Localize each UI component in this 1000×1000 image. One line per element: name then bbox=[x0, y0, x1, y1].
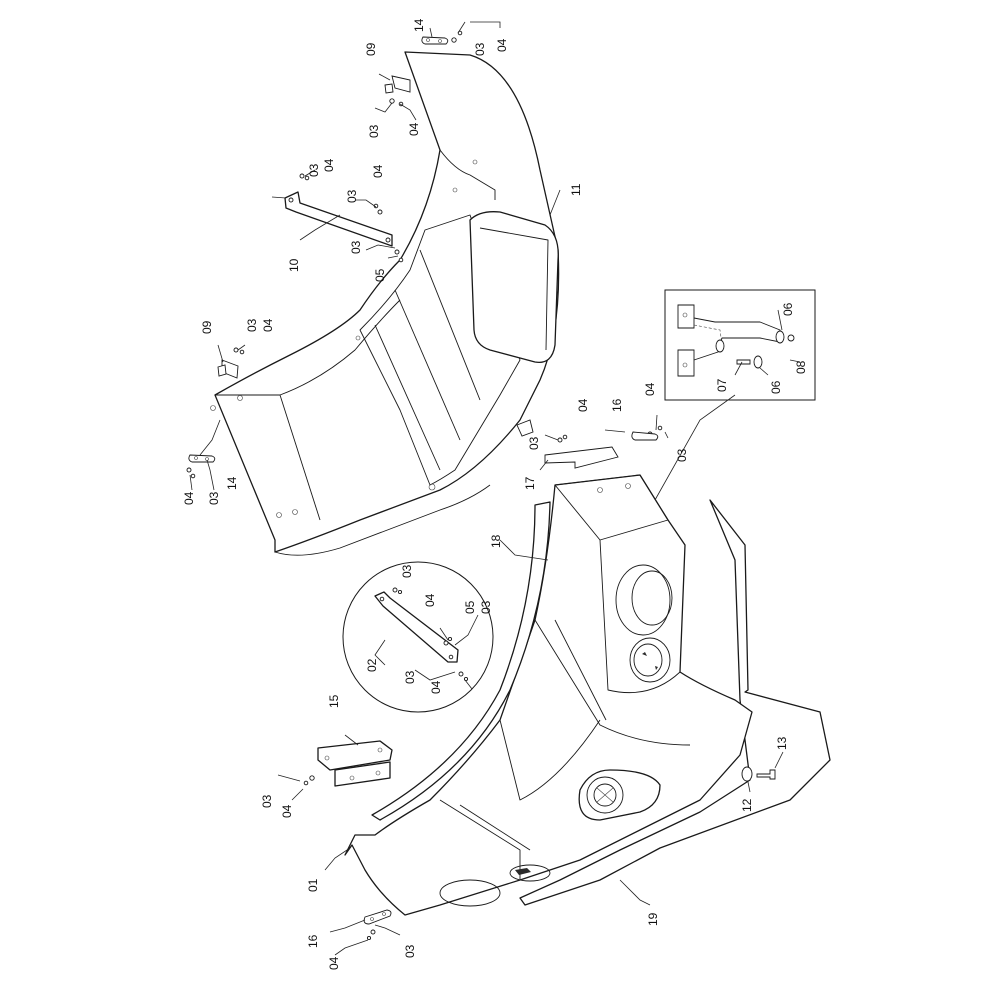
callout-09: 09 bbox=[364, 42, 378, 56]
bracket-09-top bbox=[384, 75, 411, 94]
callout-03: 03 bbox=[367, 124, 381, 138]
callout-13: 13 bbox=[775, 736, 789, 750]
callout-03: 03 bbox=[207, 491, 221, 505]
callout-03: 03 bbox=[479, 600, 493, 614]
callout-10: 10 bbox=[287, 258, 301, 272]
callout-18: 18 bbox=[489, 534, 503, 548]
callout-04: 04 bbox=[423, 593, 437, 607]
bracket-14-top bbox=[421, 36, 449, 45]
leader-lines bbox=[189, 21, 801, 956]
callout-01: 01 bbox=[306, 878, 320, 892]
callout-07: 07 bbox=[715, 378, 729, 392]
callout-11: 11 bbox=[569, 183, 583, 196]
callout-04: 04 bbox=[371, 164, 385, 178]
callout-14: 14 bbox=[412, 18, 426, 32]
callout-04: 04 bbox=[407, 122, 421, 136]
callout-15: 15 bbox=[327, 694, 341, 708]
callout-03: 03 bbox=[260, 794, 274, 808]
bracket-09-left bbox=[217, 359, 239, 379]
bracket-14-left bbox=[188, 454, 216, 463]
speaker-grille bbox=[578, 769, 661, 821]
callout-03: 03 bbox=[349, 240, 363, 254]
callout-04: 04 bbox=[182, 491, 196, 505]
callout-03: 03 bbox=[675, 448, 689, 462]
callout-06: 06 bbox=[781, 302, 795, 316]
screw-13-washer-12 bbox=[741, 766, 776, 782]
bracket-15 bbox=[303, 740, 393, 787]
callout-17: 17 bbox=[523, 476, 537, 490]
fender-panel-19 bbox=[519, 499, 831, 906]
callout-12: 12 bbox=[740, 798, 754, 812]
callout-02: 02 bbox=[365, 658, 379, 672]
fender-console-assembly bbox=[344, 431, 831, 916]
callout-03: 03 bbox=[307, 163, 321, 177]
callout-19: 19 bbox=[646, 912, 660, 926]
callout-03: 03 bbox=[400, 564, 414, 578]
callout-03: 03 bbox=[473, 42, 487, 56]
side-fender-18 bbox=[371, 501, 551, 821]
callout-09: 09 bbox=[200, 320, 214, 334]
callout-03: 03 bbox=[345, 189, 359, 203]
seat-cushion bbox=[469, 211, 559, 364]
callout-14: 14 bbox=[225, 476, 239, 490]
callout-04: 04 bbox=[322, 158, 336, 172]
callout-04: 04 bbox=[261, 318, 275, 332]
detail-box-hinge bbox=[664, 289, 816, 401]
callout-03: 03 bbox=[403, 670, 417, 684]
callout-04: 04 bbox=[643, 382, 657, 396]
callout-03: 03 bbox=[245, 318, 259, 332]
seat-pan-assembly bbox=[210, 51, 560, 556]
callout-04: 04 bbox=[576, 398, 590, 412]
detail-circle-bracket-02 bbox=[342, 561, 494, 713]
console-body-01 bbox=[344, 474, 753, 916]
callout-04: 04 bbox=[280, 804, 294, 818]
callout-08: 08 bbox=[794, 360, 808, 374]
callout-03: 03 bbox=[527, 436, 541, 450]
callout-04: 04 bbox=[495, 38, 509, 52]
bracket-16-lower bbox=[363, 909, 392, 941]
bracket-10 bbox=[284, 191, 393, 247]
callout-05: 05 bbox=[373, 268, 387, 282]
callout-labels: 14 03 04 09 03 04 03 04 03 04 10 03 05 1… bbox=[182, 18, 808, 970]
callout-04: 04 bbox=[429, 680, 443, 694]
callout-16: 16 bbox=[610, 398, 624, 412]
callout-05: 05 bbox=[463, 600, 477, 614]
callout-03: 03 bbox=[403, 944, 417, 958]
callout-06: 06 bbox=[769, 380, 783, 394]
callout-16: 16 bbox=[306, 934, 320, 948]
callout-04: 04 bbox=[327, 956, 341, 970]
